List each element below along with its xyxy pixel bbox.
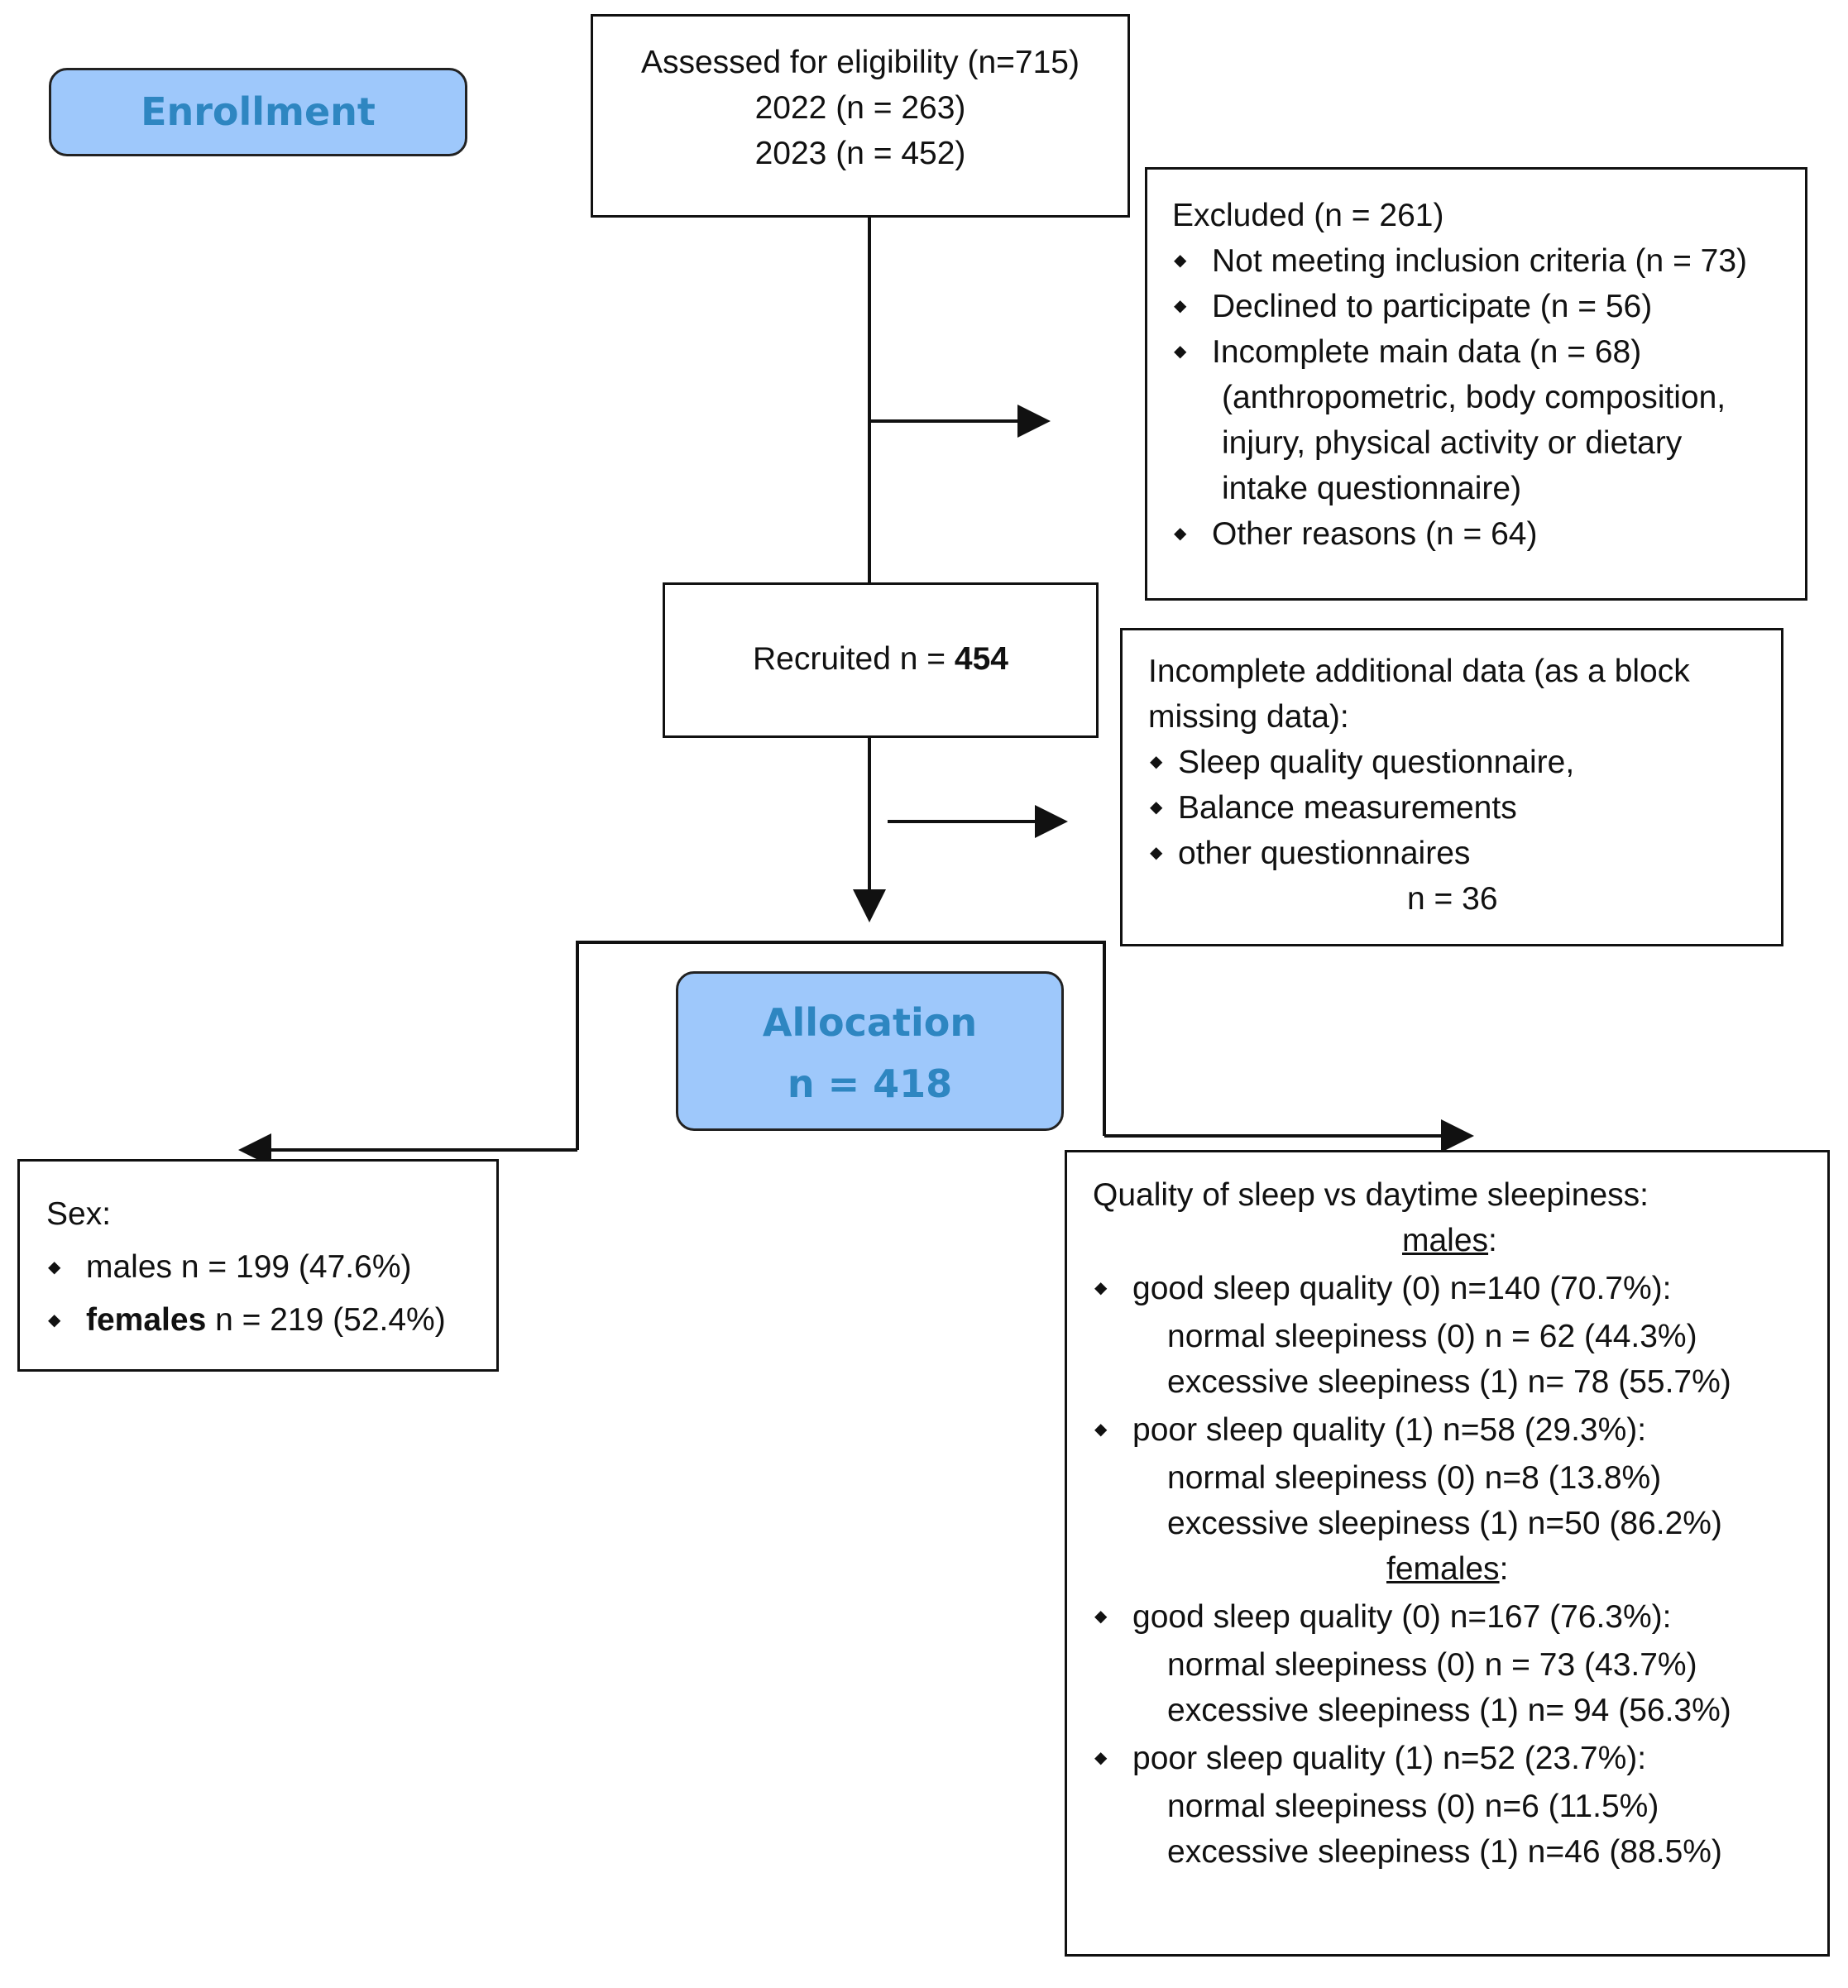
females-poor: poor sleep quality (1) n=52 (23.7%): (1093, 1733, 1827, 1784)
excluded-item: Not meeting inclusion criteria (n = 73) (1172, 238, 1805, 284)
females-good-excessive: excessive sleepiness (1) n= 94 (56.3%) (1167, 1693, 1731, 1728)
excluded-item: Declined to participate (n = 56) (1172, 284, 1805, 329)
males-poor-excessive: excessive sleepiness (1) n=50 (86.2%) (1167, 1506, 1722, 1541)
quality-box: Quality of sleep vs daytime sleepiness: … (1065, 1150, 1830, 1957)
females-good-normal: normal sleepiness (0) n = 73 (43.7%) (1167, 1647, 1697, 1683)
excluded-title: Excluded (n = 261) (1172, 198, 1444, 233)
group-label-males: males (1402, 1223, 1489, 1258)
allocation-bracket (576, 941, 1106, 1150)
incomplete-box: Incomplete additional data (as a block m… (1120, 628, 1783, 946)
sex-box: Sex: males n = 199 (47.6%) females n = 2… (17, 1159, 499, 1372)
allocation-count: n = 418 (787, 1061, 953, 1106)
assessed-2022: 2022 (n = 263) (754, 90, 966, 126)
males-label: males (86, 1249, 173, 1285)
incomplete-title: Incomplete additional data (as a block (1148, 654, 1690, 689)
males-poor-normal: normal sleepiness (0) n=8 (13.8%) (1167, 1460, 1662, 1496)
incomplete-item: Sleep quality questionnaire, (1148, 740, 1781, 785)
excluded-item: Incomplete main data (n = 68) (1172, 329, 1805, 375)
recruited-label: Recruited n = (753, 641, 955, 677)
quality-title: Quality of sleep vs daytime sleepiness: (1093, 1177, 1649, 1213)
assessed-2023: 2023 (n = 452) (754, 136, 966, 171)
allocation-label-box: Allocation n = 418 (676, 971, 1064, 1131)
excluded-box: Excluded (n = 261) Not meeting inclusion… (1145, 167, 1807, 601)
assessed-title: Assessed for eligibility (n=715) (640, 45, 1080, 80)
females-poor-excessive: excessive sleepiness (1) n=46 (88.5%) (1167, 1834, 1722, 1870)
recruited-value: 454 (954, 641, 1008, 677)
females-value: n = 219 (52.4%) (206, 1302, 446, 1338)
males-value: n = 199 (47.6%) (172, 1249, 412, 1285)
enrollment-label-box: Enrollment (49, 68, 467, 156)
allocation-label: Allocation (762, 1000, 978, 1045)
incomplete-count: n = 36 (1407, 881, 1498, 917)
excluded-detail: (anthropometric, body composition, (1222, 380, 1726, 415)
sex-title: Sex: (46, 1196, 112, 1232)
incomplete-title: missing data): (1148, 699, 1349, 735)
incomplete-item: Balance measurements (1148, 785, 1781, 831)
males-good-normal: normal sleepiness (0) n = 62 (44.3%) (1167, 1319, 1697, 1354)
females-label: females (86, 1302, 207, 1338)
sex-item-females: females n = 219 (52.4%) (46, 1294, 496, 1347)
females-good: good sleep quality (0) n=167 (76.3%): (1093, 1592, 1827, 1642)
males-poor: poor sleep quality (1) n=58 (29.3%): (1093, 1405, 1827, 1455)
assessed-box: Assessed for eligibility (n=715) 2022 (n… (591, 14, 1130, 218)
sex-item-males: males n = 199 (47.6%) (46, 1241, 496, 1294)
males-good: good sleep quality (0) n=140 (70.7%): (1093, 1263, 1827, 1314)
excluded-detail: injury, physical activity or dietary (1222, 425, 1683, 461)
males-good-excessive: excessive sleepiness (1) n= 78 (55.7%) (1167, 1364, 1731, 1400)
incomplete-item: other questionnaires (1148, 831, 1781, 876)
recruited-box: Recruited n = 454 (663, 582, 1099, 738)
enrollment-label: Enrollment (141, 89, 376, 134)
females-poor-normal: normal sleepiness (0) n=6 (11.5%) (1167, 1789, 1659, 1824)
excluded-detail: intake questionnaire) (1222, 471, 1522, 506)
group-label-females: females (1386, 1551, 1500, 1587)
excluded-item: Other reasons (n = 64) (1172, 511, 1805, 557)
